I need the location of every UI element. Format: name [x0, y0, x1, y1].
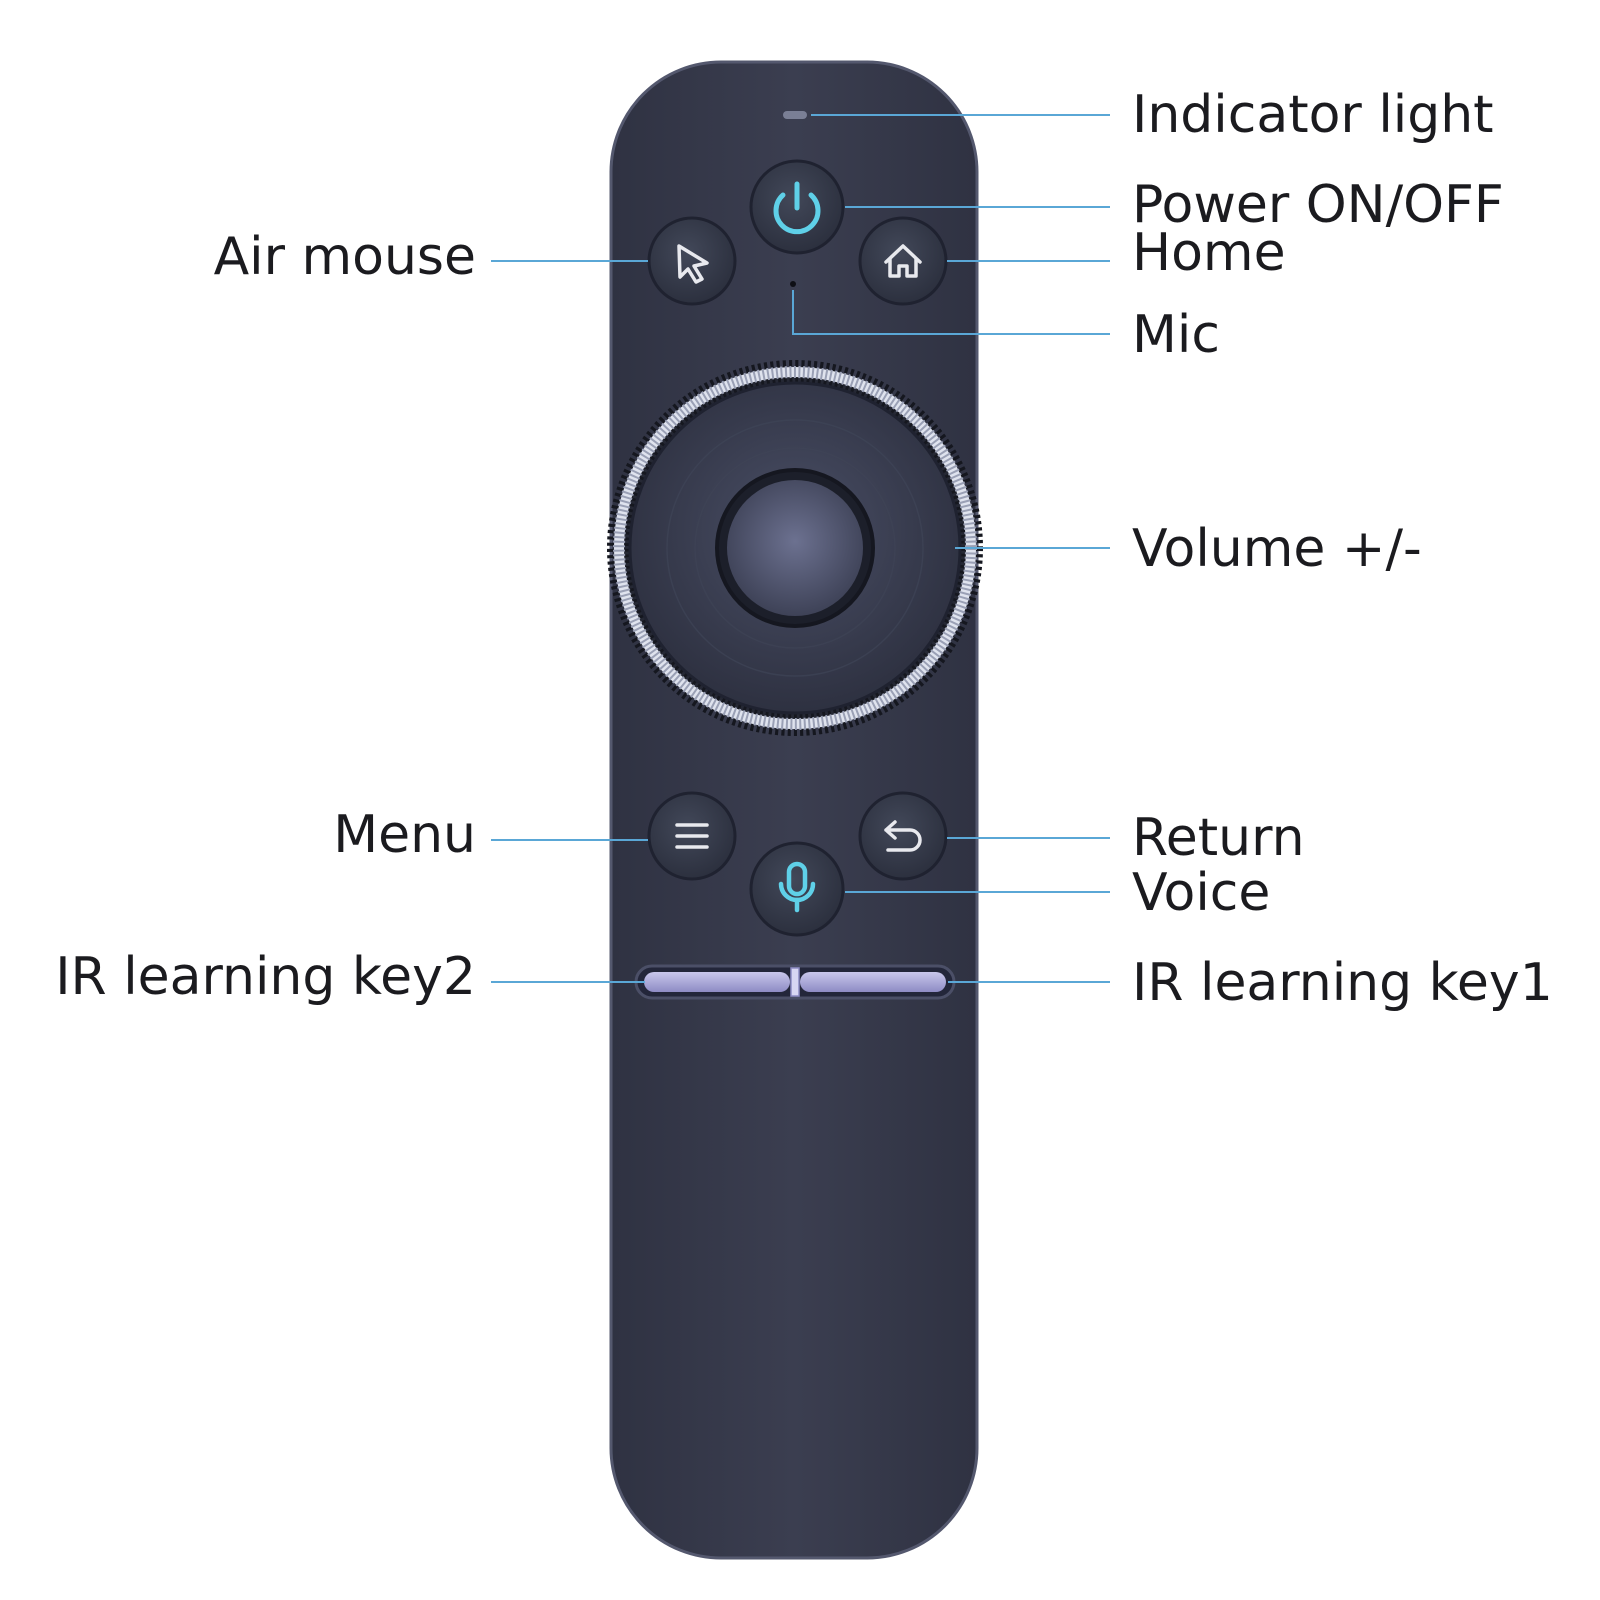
label-ir-key1: IR learning key1: [1132, 953, 1553, 1013]
mic-hole: [790, 281, 796, 287]
leader-mic: [792, 290, 1110, 335]
voice-button[interactable]: [749, 841, 845, 937]
return-arrow-icon: [884, 820, 922, 852]
indicator-light: [783, 111, 807, 119]
cursor-arrow-icon: [677, 244, 709, 284]
label-home: Home: [1132, 223, 1286, 283]
label-power: Power ON/OFF: [1132, 175, 1504, 235]
power-icon: [773, 181, 821, 235]
volume-wheel[interactable]: [607, 360, 983, 736]
air-mouse-button[interactable]: [647, 216, 737, 306]
label-mic: Mic: [1132, 305, 1220, 365]
home-icon: [884, 244, 922, 278]
label-ir-key2: IR learning key2: [55, 947, 476, 1007]
ir-learning-bar: [634, 964, 956, 1000]
label-volume: Volume +/-: [1132, 519, 1422, 579]
leader-lines: [491, 114, 1110, 983]
label-indicator-light: Indicator light: [1132, 85, 1494, 145]
label-air-mouse: Air mouse: [213, 227, 476, 287]
label-menu: Menu: [333, 805, 476, 865]
hamburger-menu-icon: [675, 823, 709, 849]
menu-button[interactable]: [647, 791, 737, 881]
home-button[interactable]: [858, 216, 948, 306]
return-button[interactable]: [858, 791, 948, 881]
label-return: Return: [1132, 808, 1305, 868]
power-button[interactable]: [749, 159, 845, 255]
ir-learning-key1[interactable]: [800, 972, 946, 992]
microphone-icon: [778, 861, 816, 913]
label-voice: Voice: [1132, 863, 1271, 923]
ir-learning-key2[interactable]: [644, 972, 790, 992]
